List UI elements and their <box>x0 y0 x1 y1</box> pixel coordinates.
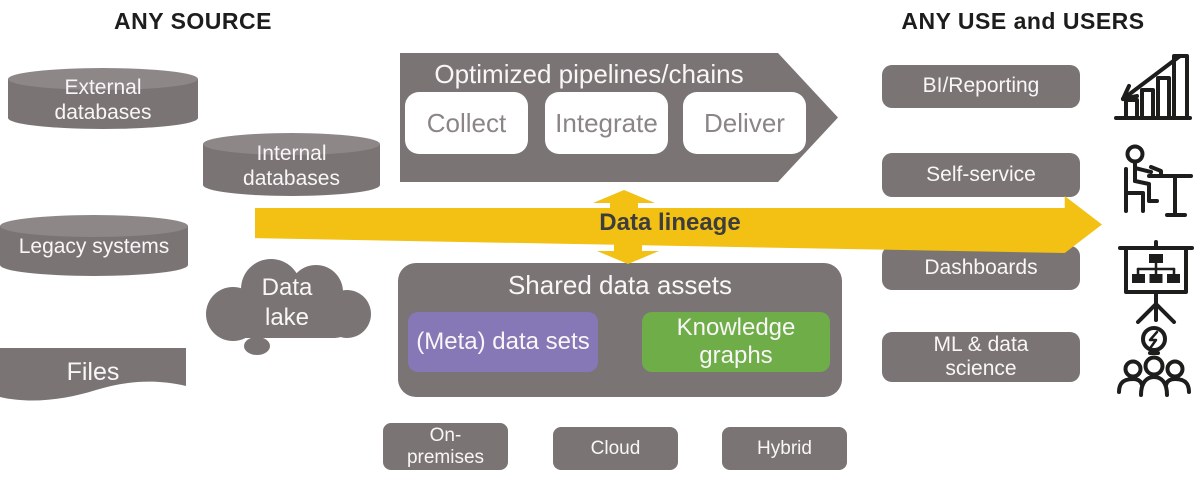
source-data-lake: Data lake <box>197 256 377 356</box>
source-external-databases: External databases <box>8 68 198 129</box>
use-label: BI/Reporting <box>922 74 1040 98</box>
heading-any-source: ANY SOURCE <box>114 8 272 34</box>
use-label: ML & data science <box>933 332 1029 380</box>
deployment-hybrid: Hybrid <box>722 427 847 470</box>
cylinder-top <box>203 133 380 155</box>
stage-label: Integrate <box>555 107 658 138</box>
cylinder-bottom <box>203 174 380 196</box>
source-label: External databases <box>54 75 152 124</box>
use-bi-reporting: BI/Reporting <box>882 65 1080 108</box>
deployment-on-premises: On-premises <box>383 423 508 470</box>
heading-any-use-users: ANY USE and USERS <box>901 8 1145 34</box>
use-dashboards: Dashboards <box>882 246 1080 290</box>
source-label: Legacy systems <box>18 235 170 259</box>
deployment-label: Hybrid <box>757 437 812 459</box>
document-shape <box>0 348 186 401</box>
asset-label: Knowledge graphs <box>676 314 796 369</box>
person-at-desk-icon <box>1113 143 1193 221</box>
pipelines-title: Optimized pipelines/chains <box>434 59 744 89</box>
stage-integrate: Integrate <box>545 92 668 154</box>
source-label: Files <box>66 357 120 386</box>
asset-meta-data-sets: (Meta) data sets <box>408 312 598 372</box>
use-self-service: Self-service <box>882 153 1080 197</box>
data-lineage-label: Data lineage <box>599 209 741 236</box>
stage-collect: Collect <box>405 92 528 154</box>
use-label: Dashboards <box>924 255 1038 279</box>
stage-deliver: Deliver <box>683 92 806 154</box>
source-files: Files <box>0 348 186 410</box>
stage-label: Deliver <box>704 107 785 138</box>
deployment-cloud: Cloud <box>553 427 678 470</box>
asset-knowledge-graphs: Knowledge graphs <box>642 312 830 372</box>
cylinder-top <box>8 68 198 90</box>
lineage-up-connector-icon <box>593 190 655 215</box>
source-label: Data lake <box>261 274 313 331</box>
source-label: Internal databases <box>243 141 340 190</box>
use-ml-data-science: ML & data science <box>882 332 1080 382</box>
source-legacy-systems: Legacy systems <box>0 215 188 276</box>
bar-chart-arrow-icon <box>1108 48 1196 122</box>
presentation-board-icon <box>1116 240 1196 324</box>
deployment-label: On-premises <box>406 424 485 468</box>
team-idea-icon <box>1112 324 1196 398</box>
cylinder-bottom <box>0 254 188 276</box>
source-internal-databases: Internal databases <box>203 133 380 196</box>
deployment-label: Cloud <box>590 437 641 459</box>
cylinder-top <box>0 215 188 237</box>
stage-label: Collect <box>426 107 507 138</box>
use-label: Self-service <box>926 162 1036 186</box>
shared-data-assets-title: Shared data assets <box>507 270 733 300</box>
cylinder-bottom <box>8 107 198 129</box>
lineage-down-connector-icon <box>597 240 659 269</box>
cloud-icon <box>206 259 371 355</box>
asset-label: (Meta) data sets <box>416 328 590 356</box>
